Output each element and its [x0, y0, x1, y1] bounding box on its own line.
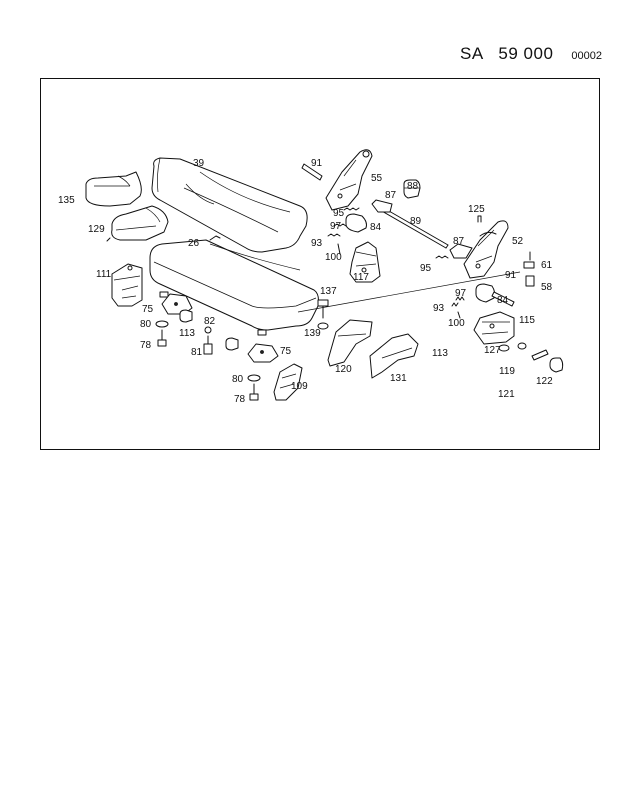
- part-label: 121: [498, 389, 515, 400]
- part-label: 78: [234, 394, 246, 405]
- part-label: 127: [484, 345, 501, 356]
- washers-120-121: [498, 342, 527, 352]
- rubber-buffer-88: [403, 179, 421, 199]
- nut-61-58: [523, 251, 535, 287]
- part-label: 95: [420, 263, 432, 274]
- rear-bracket-75b: [247, 343, 279, 363]
- part-label: 93: [311, 238, 323, 249]
- side-cover-131: [369, 333, 419, 379]
- part-label: 97: [330, 221, 342, 232]
- part-label: 100: [448, 318, 465, 329]
- part-label: 139: [304, 328, 321, 339]
- part-label: 87: [385, 190, 397, 201]
- part-label: 89: [410, 216, 422, 227]
- part-label: 84: [370, 222, 382, 233]
- part-label: 122: [536, 376, 553, 387]
- backrest-cushion-39: [151, 157, 308, 253]
- part-label: 91: [311, 158, 323, 169]
- part-label: 58: [541, 282, 553, 293]
- bolt-100: [337, 243, 461, 319]
- mount-bracket-115: [473, 311, 515, 345]
- part-label: 111: [96, 269, 112, 280]
- part-label: 135: [58, 195, 75, 206]
- part-label: 119: [499, 366, 515, 377]
- part-label: 52: [512, 236, 524, 247]
- part-label: 80: [140, 319, 152, 330]
- diagram-header: SA 59 000 00002: [460, 44, 602, 64]
- part-label: 91: [505, 270, 517, 281]
- part-label: 115: [519, 315, 535, 326]
- springs-95-97-93: [327, 207, 465, 307]
- part-label: 84: [497, 295, 509, 306]
- sheet-code: 00002: [571, 50, 602, 62]
- part-label: 78: [140, 340, 152, 351]
- seat-cushion-26: [149, 235, 319, 336]
- torsion-rod-89: [379, 206, 449, 249]
- part-label: 95: [333, 208, 345, 219]
- part-label: 93: [433, 303, 445, 314]
- diagram-frame: [40, 78, 600, 450]
- rear-hinge-52: [463, 220, 509, 279]
- rear-bracket-75a: [161, 293, 193, 315]
- center-rod-line: [297, 271, 521, 313]
- part-label: 26: [188, 238, 200, 249]
- part-label: 75: [142, 304, 154, 315]
- part-label: 81: [191, 347, 203, 358]
- part-label: 82: [204, 316, 216, 327]
- part-label: 97: [455, 288, 467, 299]
- part-label: 39: [193, 158, 205, 169]
- clip-125: [477, 215, 497, 237]
- part-label: 109: [291, 381, 308, 392]
- part-label: 117: [353, 272, 369, 283]
- part-label: 55: [371, 173, 383, 184]
- part-label: 75: [280, 346, 292, 357]
- mounting-lever-87: [371, 199, 473, 259]
- part-label: 131: [390, 373, 407, 384]
- part-label: 100: [325, 252, 342, 263]
- part-label: 125: [468, 204, 485, 215]
- part-label: 88: [407, 181, 419, 192]
- part-label: 80: [232, 374, 244, 385]
- side-trim-129: [106, 205, 169, 242]
- front-bracket-109: [273, 363, 303, 401]
- adjuster-bracket-117: [349, 241, 381, 283]
- part-label: 113: [432, 348, 448, 359]
- part-label: 137: [320, 286, 337, 297]
- front-bracket-111: [111, 263, 143, 307]
- side-cover-127: [327, 319, 373, 367]
- fasteners-80-78-113-82-81: [155, 309, 261, 401]
- part-label: 120: [335, 364, 352, 375]
- hinge-pin-91: [301, 163, 323, 181]
- part-label: 61: [541, 260, 553, 271]
- hinge-pin-91b: [491, 291, 515, 307]
- upper-hinge-55: [325, 149, 373, 211]
- part-number-labels: 39 91 55 88 87 135 95 84 89 125 129 93 97 26 87 52 100 95…: [58, 158, 553, 405]
- group-number: SA 59 000: [460, 44, 554, 63]
- part-label: 87: [453, 236, 465, 247]
- part-label: 113: [179, 328, 195, 339]
- side-trim-135: [85, 171, 142, 207]
- bolt-137: [317, 299, 329, 330]
- bolt-119-cap-122: [531, 349, 564, 373]
- part-label: 129: [88, 224, 105, 235]
